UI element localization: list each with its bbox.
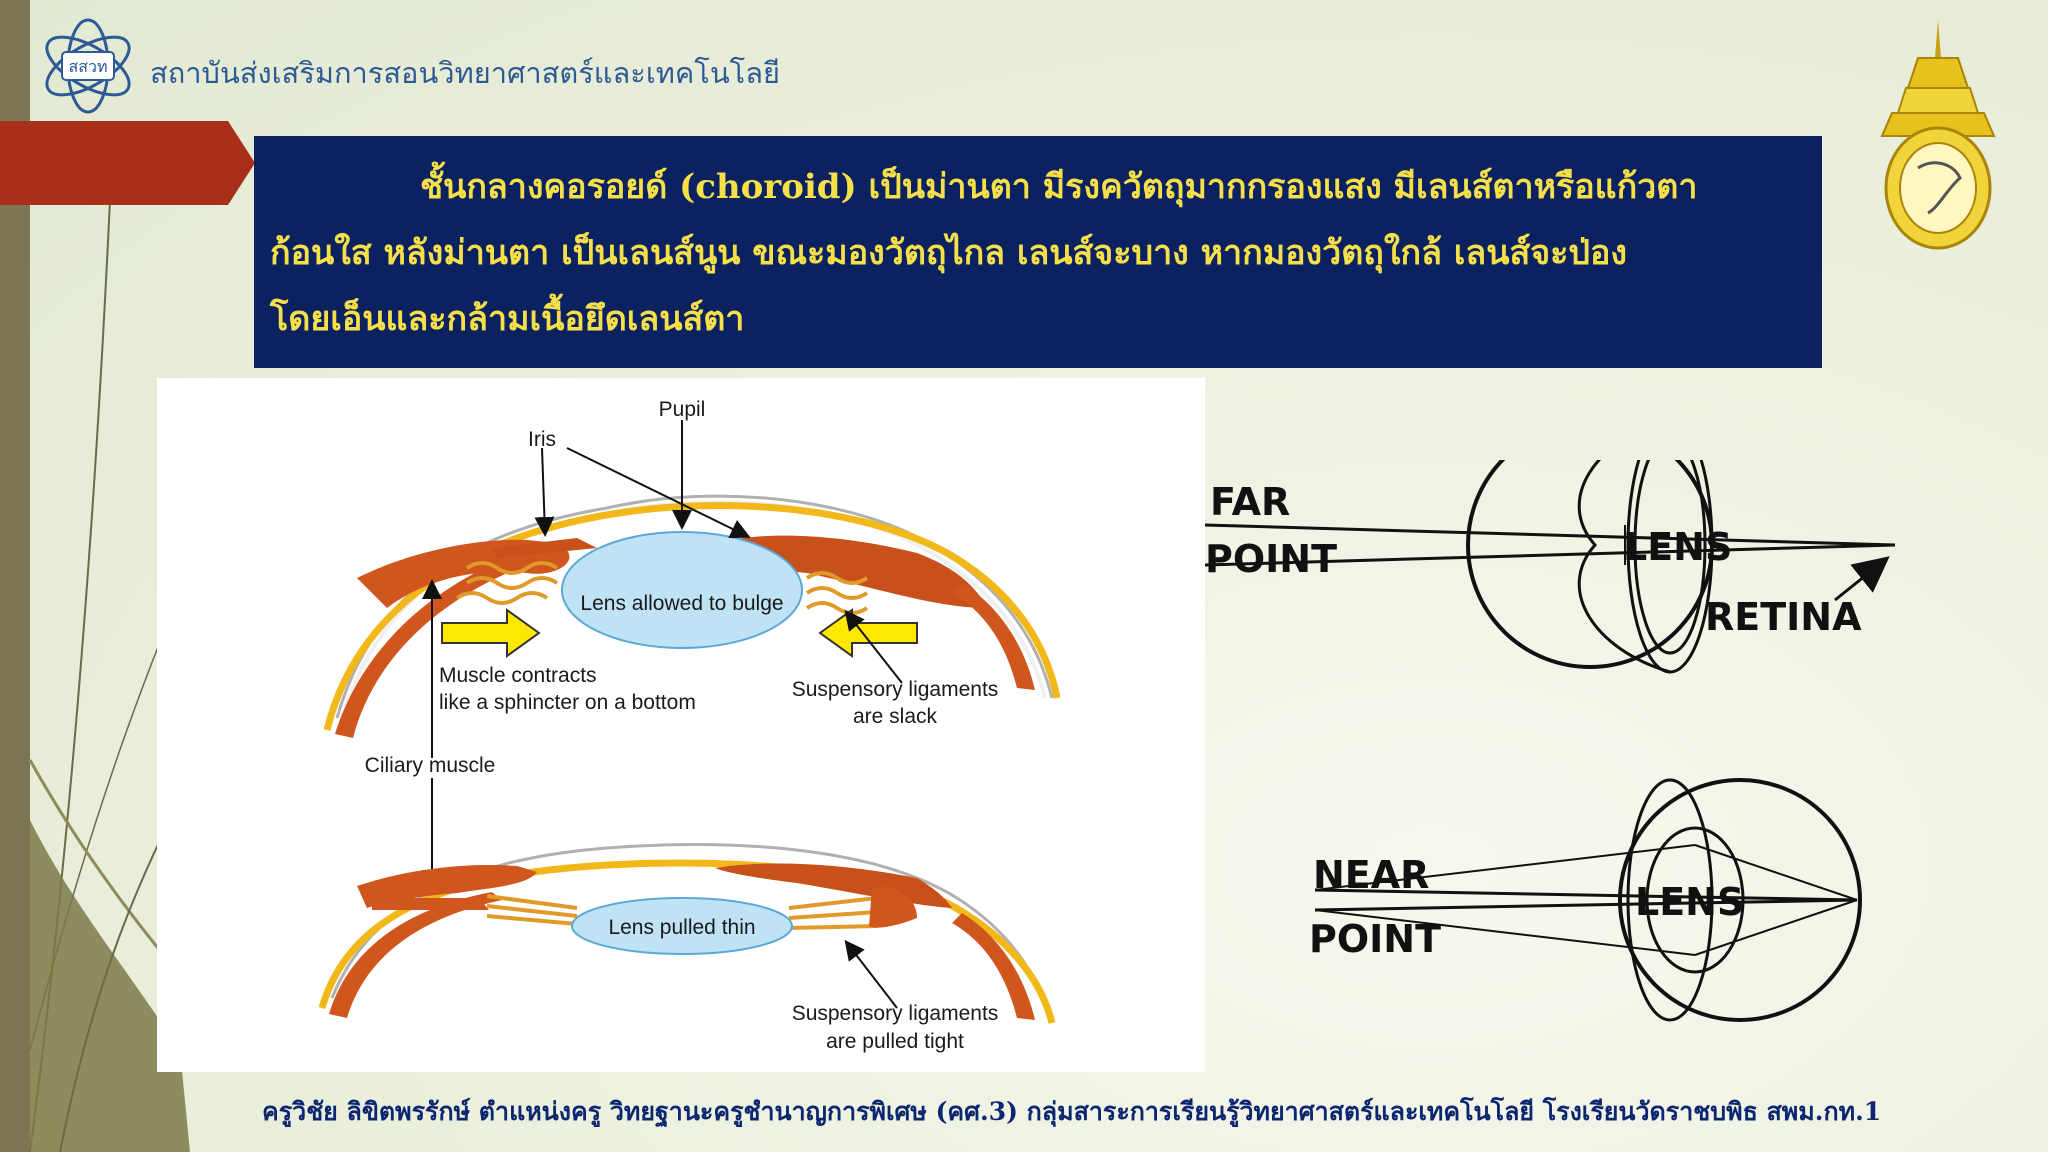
label-ligaments-slack-2: are slack (853, 705, 938, 728)
decorative-curves (28, 199, 231, 1152)
logo-text: สสวท (68, 57, 107, 76)
title-line-2: ก้อนใส หลังม่านตา เป็นเลนส์นูน ขณะมองวัต… (270, 233, 1627, 273)
label-lens-far: LENS (1623, 525, 1732, 569)
label-iris: Iris (528, 428, 556, 451)
label-ligaments-tight-1: Suspensory ligaments (792, 1002, 999, 1025)
label-far: FAR (1210, 480, 1290, 524)
label-ligaments-slack-1: Suspensory ligaments (792, 678, 999, 701)
lens-bulged (561, 531, 803, 649)
label-lens-bulge: Lens allowed to bulge (580, 592, 783, 615)
title-box: ชั้นกลางคอรอยด์ (choroid) เป็นม่านตา มีร… (254, 136, 1822, 368)
label-muscle-contracts-1: Muscle contracts (439, 664, 597, 687)
eye-accommodation-diagram: Pupil Iris Lens allowed to bulge Muscle … (157, 378, 1205, 1072)
arrow-left-icon (818, 608, 918, 658)
footer-credit: ครูวิชัย ลิขิตพรรักษ์ ตำแหน่งครู วิทยฐาน… (262, 1097, 1882, 1126)
label-far-point: POINT (1205, 537, 1337, 581)
label-ciliary-muscle: Ciliary muscle (365, 754, 496, 777)
label-lens-thin: Lens pulled thin (608, 916, 755, 939)
institute-logo: สสวท (45, 18, 131, 114)
title-accent-tab (0, 121, 255, 205)
arrow-right-icon (441, 608, 541, 658)
institute-name: สถาบันส่งเสริมการสอนวิทยาศาสตร์และเทคโนโ… (150, 56, 780, 90)
label-pupil: Pupil (659, 398, 706, 421)
title-line-1: ชั้นกลางคอรอยด์ (choroid) เป็นม่านตา มีร… (420, 167, 1698, 207)
label-near: NEAR (1313, 853, 1429, 897)
eyeball-near (1618, 778, 1862, 1022)
lens-far-shape (1633, 460, 1707, 655)
title-line-3: โดยเอ็นและกล้ามเนื้อยึดเลนส์ตา (270, 299, 745, 339)
label-muscle-contracts-2: like a sphincter on a bottom (439, 691, 696, 714)
label-ligaments-tight-2: are pulled tight (826, 1030, 964, 1053)
label-retina: RETINA (1705, 595, 1862, 639)
lens-thin (571, 897, 793, 955)
school-emblem (1880, 20, 1996, 250)
label-lens-near: LENS (1635, 880, 1744, 924)
label-near-point: POINT (1309, 917, 1441, 961)
lens-near-shape (1645, 826, 1745, 974)
lens-focus-diagram: FAR POINT LENS RETINA NEAR POINT LENS (1204, 460, 1896, 1022)
